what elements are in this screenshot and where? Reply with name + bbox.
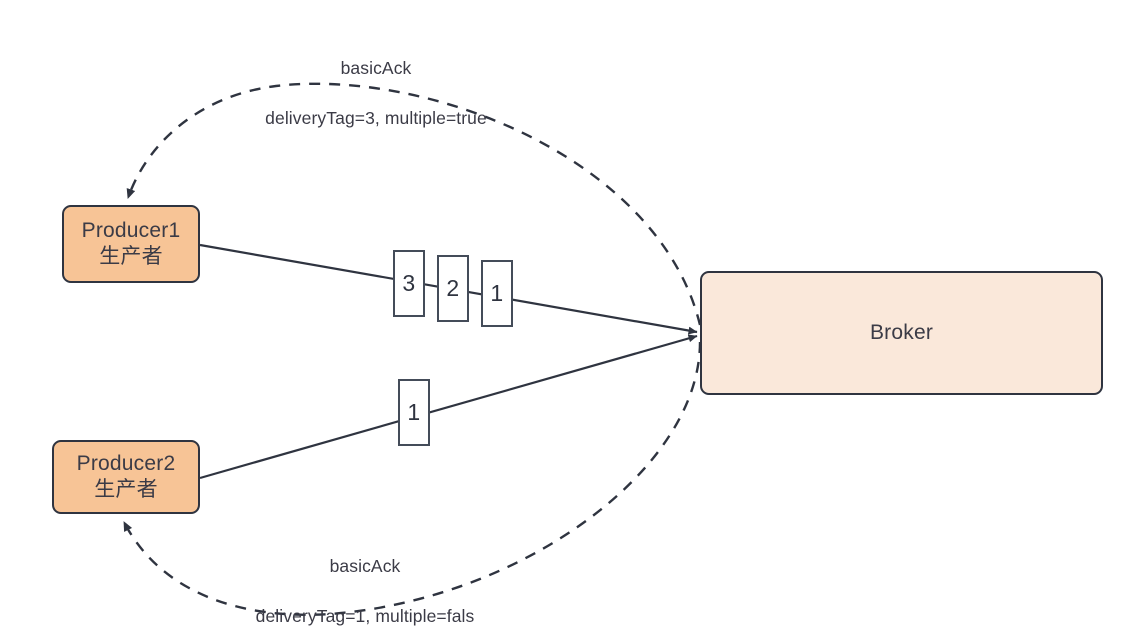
ack-label-top: basicAck deliveryTag=3, multiple=true (246, 31, 506, 155)
ack-label-top-line1: basicAck (340, 57, 412, 78)
message-box[interactable]: 3 (393, 250, 425, 317)
message-label: 3 (402, 270, 416, 296)
ack-label-bottom-line2: deliveryTag=1, multiple=fals (255, 605, 475, 626)
producer1-label-en: Producer1 (81, 219, 181, 243)
node-broker[interactable]: Broker (700, 271, 1103, 395)
producer1-label-cn: 生产者 (99, 245, 163, 268)
message-label: 1 (490, 280, 504, 306)
message-label: 2 (446, 275, 460, 301)
publish-line-producer2 (199, 334, 698, 480)
message-box[interactable]: 1 (398, 379, 430, 446)
producer2-label-en: Producer2 (76, 452, 176, 476)
broker-label: Broker (869, 321, 934, 344)
ack-label-bottom: basicAck deliveryTag=1, multiple=fals e (230, 529, 500, 639)
ack-label-bottom-line1: basicAck (329, 555, 401, 576)
node-producer1[interactable]: Producer1 生产者 (62, 205, 200, 283)
producer2-label-cn: 生产者 (94, 478, 158, 501)
node-producer2[interactable]: Producer2 生产者 (52, 440, 200, 514)
message-box[interactable]: 2 (437, 255, 469, 322)
message-label: 1 (407, 399, 421, 425)
ack-curve-bottom (122, 341, 702, 616)
ack-label-top-line2: deliveryTag=3, multiple=true (265, 107, 487, 128)
ack-curve-top (126, 82, 702, 326)
message-box[interactable]: 1 (481, 260, 513, 327)
